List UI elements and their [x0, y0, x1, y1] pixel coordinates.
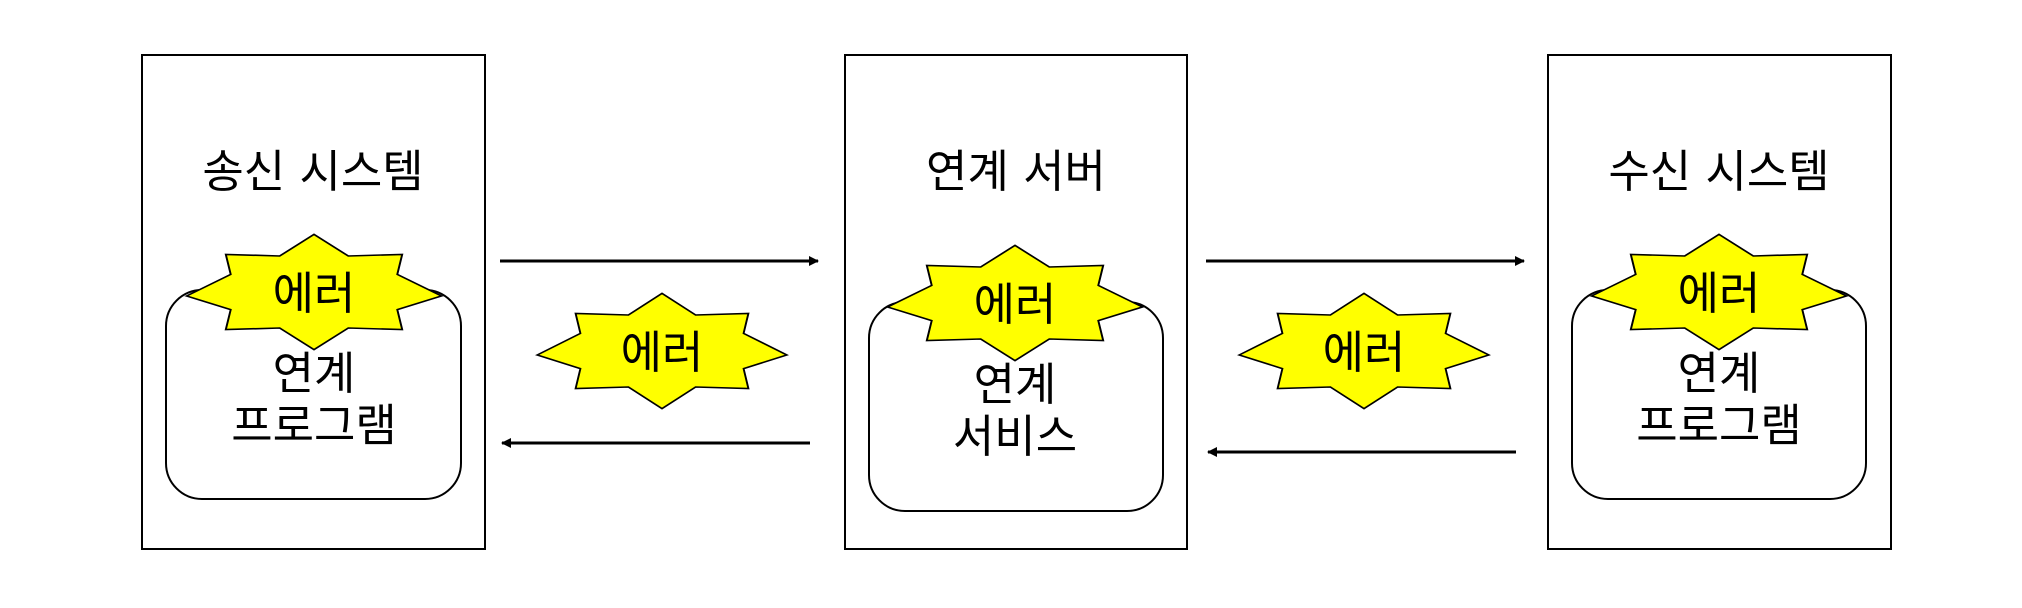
- sender-system-title: 송신 시스템: [202, 145, 423, 198]
- receiver-system-title: 수신 시스템: [1608, 145, 1829, 198]
- receiver-program-label-line1: 연계: [1678, 347, 1761, 400]
- server-service-box: 연계 서비스: [868, 301, 1164, 512]
- sender-error-label: 에러: [273, 267, 356, 320]
- server-receiver-link: 에러: [1206, 256, 1525, 457]
- sender-server-error-label: 에러: [621, 326, 704, 379]
- server-receiver-error-label: 에러: [1323, 326, 1406, 379]
- sender-program-label-line2: 프로그램: [231, 399, 397, 452]
- sender-program-box: 연계 프로그램: [165, 289, 462, 500]
- receiver-system-box: 수신 시스템 연계 프로그램 에러: [1547, 54, 1892, 550]
- receiver-program-box: 연계 프로그램: [1571, 289, 1867, 500]
- server-system-box: 연계 서버 연계 서비스 에러: [844, 54, 1188, 550]
- sender-server-link: 에러: [500, 256, 819, 448]
- receiver-error-label: 에러: [1678, 267, 1761, 320]
- server-error-label: 에러: [974, 278, 1057, 331]
- server-service-label-line1: 연계: [974, 358, 1057, 411]
- sender-program-label-line1: 연계: [273, 347, 356, 400]
- receiver-program-label-line2: 프로그램: [1636, 399, 1802, 452]
- sender-system-box: 송신 시스템 연계 프로그램 에러: [141, 54, 486, 550]
- server-service-label-line2: 서비스: [953, 410, 1077, 463]
- server-system-title: 연계 서버: [926, 145, 1106, 198]
